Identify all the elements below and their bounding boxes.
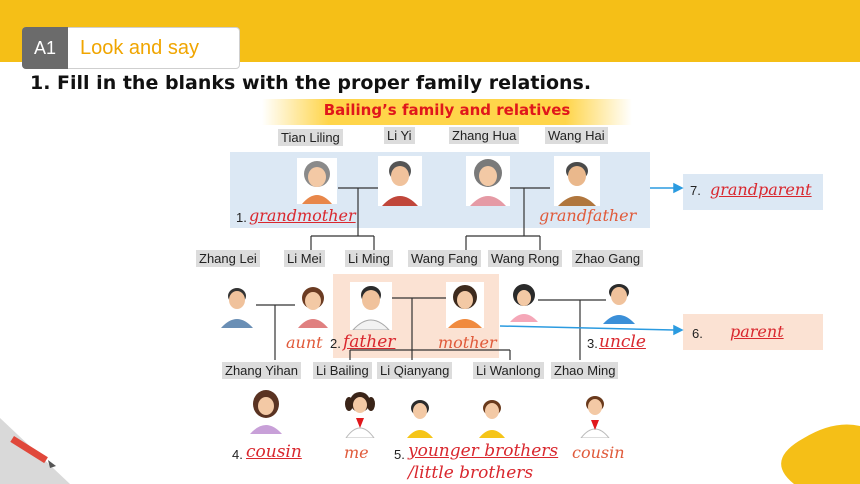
aunt-label: aunt [286,333,323,352]
grandfather-li-avatar [378,156,422,206]
q2-number: 2. [330,336,341,351]
name-li-wanlong: Li Wanlong [473,362,544,379]
name-li-qianyang: Li Qianyang [377,362,453,379]
cousin-label: cousin [572,443,625,462]
q3-number: 3. [587,336,598,351]
name-li-yi: Li Yi [384,127,415,144]
name-tian-liling: Tian Liling [278,129,343,146]
uncle-zhao-avatar [603,284,635,324]
aunt-wang-avatar [510,284,538,322]
q6-answer: parent [730,322,784,341]
pencil-decoration [0,418,70,484]
answer-box-7 [683,174,823,210]
grandfather-wang-avatar [554,156,600,206]
name-zhang-lei: Zhang Lei [196,250,260,267]
q1-number: 1. [236,210,247,225]
instruction-text: 1. Fill in the blanks with the proper fa… [30,72,592,94]
q6-number: 6. [692,326,703,341]
mother-label: mother [438,333,497,352]
q5-answer-line1: younger brothers [408,441,559,461]
tree-title: Bailing’s family and relatives [323,101,571,119]
q5-answer-line2: /little brothers [408,463,534,483]
grandfather-label: grandfather [539,206,637,225]
me-label: me [344,443,369,462]
name-li-bailing: Li Bailing [313,362,372,379]
father-avatar [350,282,392,330]
answer-box-6 [683,314,823,350]
q2-answer: father [343,332,396,352]
title-banner [262,99,632,125]
name-zhao-gang: Zhao Gang [572,250,644,267]
section-tag: A1 [22,27,68,69]
q3-answer: uncle [599,332,646,352]
cousin-zhang-avatar [250,390,282,434]
yellow-corner-blob [781,424,860,484]
grandmother-zhang-avatar [466,156,510,206]
q4-number: 4. [232,447,243,462]
name-wang-rong: Wang Rong [488,250,563,267]
name-zhang-hua: Zhang Hua [449,127,520,144]
name-li-ming: Li Ming [345,250,393,267]
aunt-li-avatar [298,287,328,328]
brother-qianyang-avatar [407,400,433,438]
name-zhao-ming: Zhao Ming [551,362,619,379]
header-divider [0,62,860,72]
name-li-mei: Li Mei [284,250,325,267]
grandmother-avatar [297,158,337,204]
q4-answer: cousin [246,442,302,462]
name-wang-fang: Wang Fang [408,250,481,267]
mother-avatar [446,282,484,328]
name-wang-hai: Wang Hai [545,127,608,144]
cousin-zhao-avatar [580,396,610,438]
brother-wanlong-avatar [479,400,505,438]
q7-number: 7. [690,183,701,198]
me-avatar [345,392,375,438]
uncle-zhang-avatar [221,288,253,328]
q7-answer: grandparent [710,180,812,199]
q1-answer: grandmother [249,206,356,225]
name-zhang-yihan: Zhang Yihan [222,362,302,379]
section-title: Look and say [80,37,199,59]
q5-number: 5. [394,447,405,462]
